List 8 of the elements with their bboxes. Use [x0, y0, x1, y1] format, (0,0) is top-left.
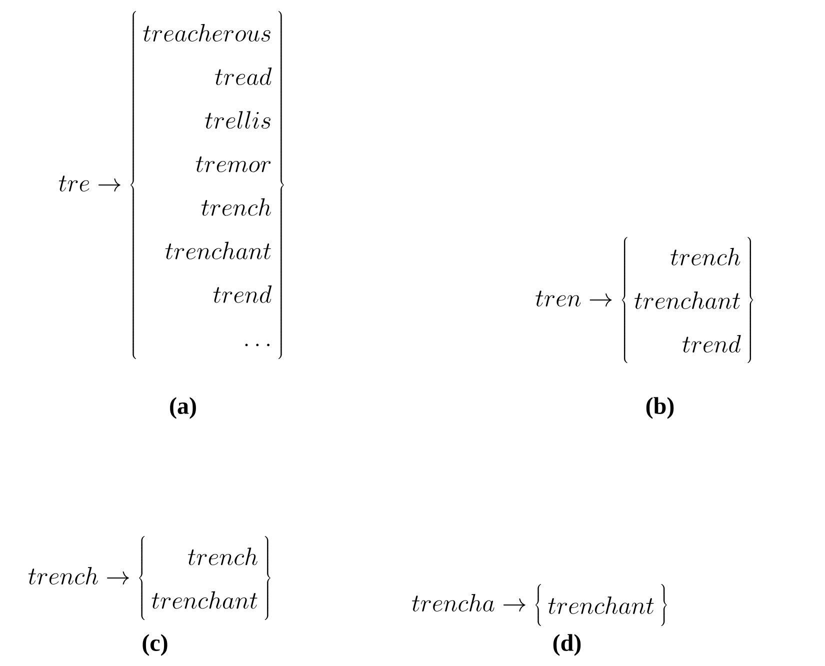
subfigure-label: (d): [553, 634, 581, 656]
formula: $tren \rightarrow \left\{\begin{array}{r} trench \\ trenchant \\ trend \end{array}\right\}$: [536, 237, 754, 363]
subfigure-label: (b): [646, 397, 674, 419]
formula: $tre \rightarrow \left\{\begin{array}{r} treacherous \\ tread \\ trellis \\ tremor \\ trench \\ trenchant \\ trend \\ \ldots \end{array}\right\}$: [58, 11, 284, 359]
formula: $trencha \rightarrow \left\{\begin{array}{r} trenchant \end{array}\right\}$: [412, 584, 667, 626]
formula: $trench \rightarrow \left\{\begin{array}{r} trench \\ trenchant \end{array}\right\}$: [28, 536, 270, 620]
subfigure-label: (c): [142, 634, 168, 656]
subfigure-label: (a): [170, 397, 196, 419]
